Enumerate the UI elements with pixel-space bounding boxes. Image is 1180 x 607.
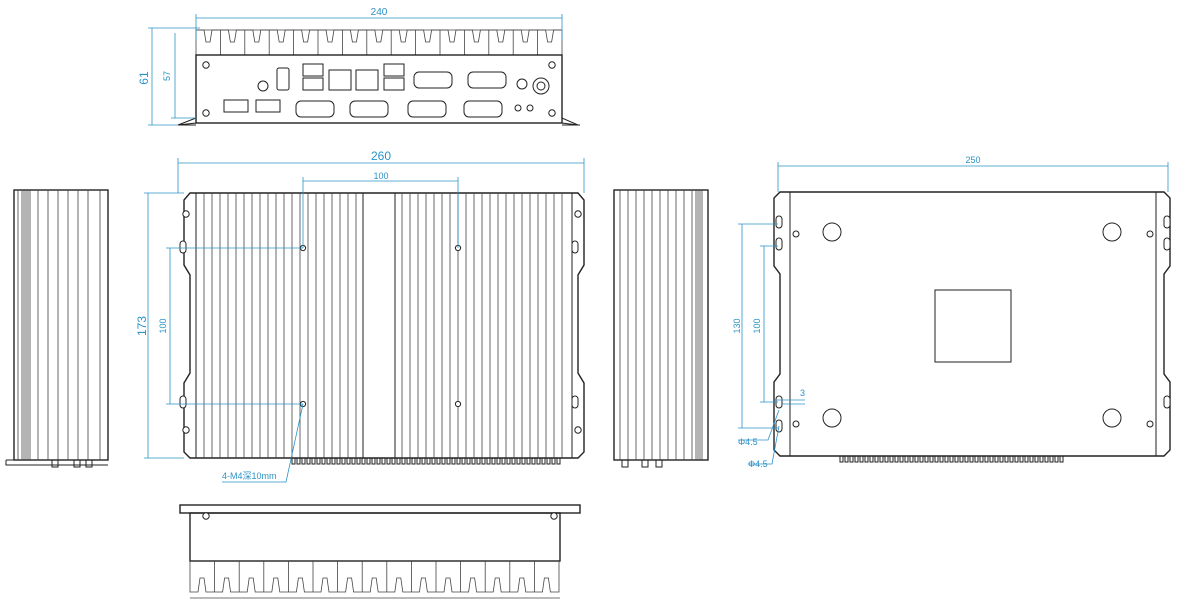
serial-port-icon xyxy=(467,71,507,89)
dim-front-height-inner: 57 xyxy=(162,71,172,81)
rear-panel-body xyxy=(189,512,561,562)
bottom-view: 250 130 100 3 Φ4.5 Φ4.5 xyxy=(732,155,1171,469)
dim-slot-width: 3 xyxy=(800,388,805,398)
dim-bottom-height-outer: 130 xyxy=(732,318,742,333)
flange-slot-icon xyxy=(775,215,1171,433)
serial-port-icon xyxy=(295,100,335,118)
front-panel-body xyxy=(195,54,563,124)
right-side-view xyxy=(613,189,709,468)
audio-jack-icon xyxy=(257,80,269,92)
usb-port-icon xyxy=(223,99,249,113)
usb-port-icon xyxy=(302,77,324,91)
serial-port-icon xyxy=(463,100,503,118)
usb-port-icon xyxy=(255,99,281,113)
lan-port-icon xyxy=(355,69,379,91)
top-view-outline xyxy=(183,192,585,459)
top-screw-icon xyxy=(182,210,582,434)
dim-front-width: 240 xyxy=(371,7,388,18)
serial-port-icon xyxy=(349,100,389,118)
front-view: 240 61 57 xyxy=(137,7,580,126)
dim-top-hole-spacing-y: 100 xyxy=(158,318,168,333)
front-screw-icon xyxy=(202,61,556,117)
dim-top-width: 260 xyxy=(371,149,391,163)
rear-flange xyxy=(179,504,581,514)
dim-bottom-height-inner: 100 xyxy=(752,318,762,333)
top-heatsink-fins xyxy=(203,193,563,458)
dim-hole-dia-1: Φ4.5 xyxy=(738,437,758,447)
front-flange-left xyxy=(177,117,197,126)
dim-hole-dia-2: Φ4.5 xyxy=(748,459,768,469)
left-side-view xyxy=(5,189,109,468)
front-heatsink-fins xyxy=(195,29,563,55)
flange-slot-icon xyxy=(179,240,579,409)
dim-top-hole-spacing-x: 100 xyxy=(373,171,388,181)
annotation-m4-holes: 4-M4深10mm xyxy=(222,471,277,481)
rear-screw-icon xyxy=(202,512,558,520)
usb-port-icon xyxy=(383,77,405,91)
rear-heatsink-fins xyxy=(189,561,560,599)
rubber-foot-icon xyxy=(822,222,1122,428)
usb-port-icon xyxy=(383,63,405,77)
m4-mount-hole-icon xyxy=(299,244,462,408)
lan-port-icon xyxy=(328,69,352,91)
usb-port-icon xyxy=(302,63,324,77)
dim-top-height: 173 xyxy=(135,316,149,336)
rear-view xyxy=(179,504,581,599)
top-view: 260 100 173 100 4-M4深10mm xyxy=(135,149,585,483)
serial-port-icon xyxy=(413,71,453,89)
bottom-screw-icon xyxy=(792,230,1154,428)
hdmi-port-icon xyxy=(276,67,290,91)
led-icon xyxy=(516,78,528,90)
serial-port-icon xyxy=(407,100,447,118)
left-side-body xyxy=(13,189,109,461)
thermal-pad xyxy=(934,289,1012,363)
dim-bottom-width: 250 xyxy=(965,155,980,165)
top-center-channel xyxy=(362,192,396,459)
front-flange-right xyxy=(561,117,579,126)
dim-front-height-outer: 61 xyxy=(137,71,151,85)
